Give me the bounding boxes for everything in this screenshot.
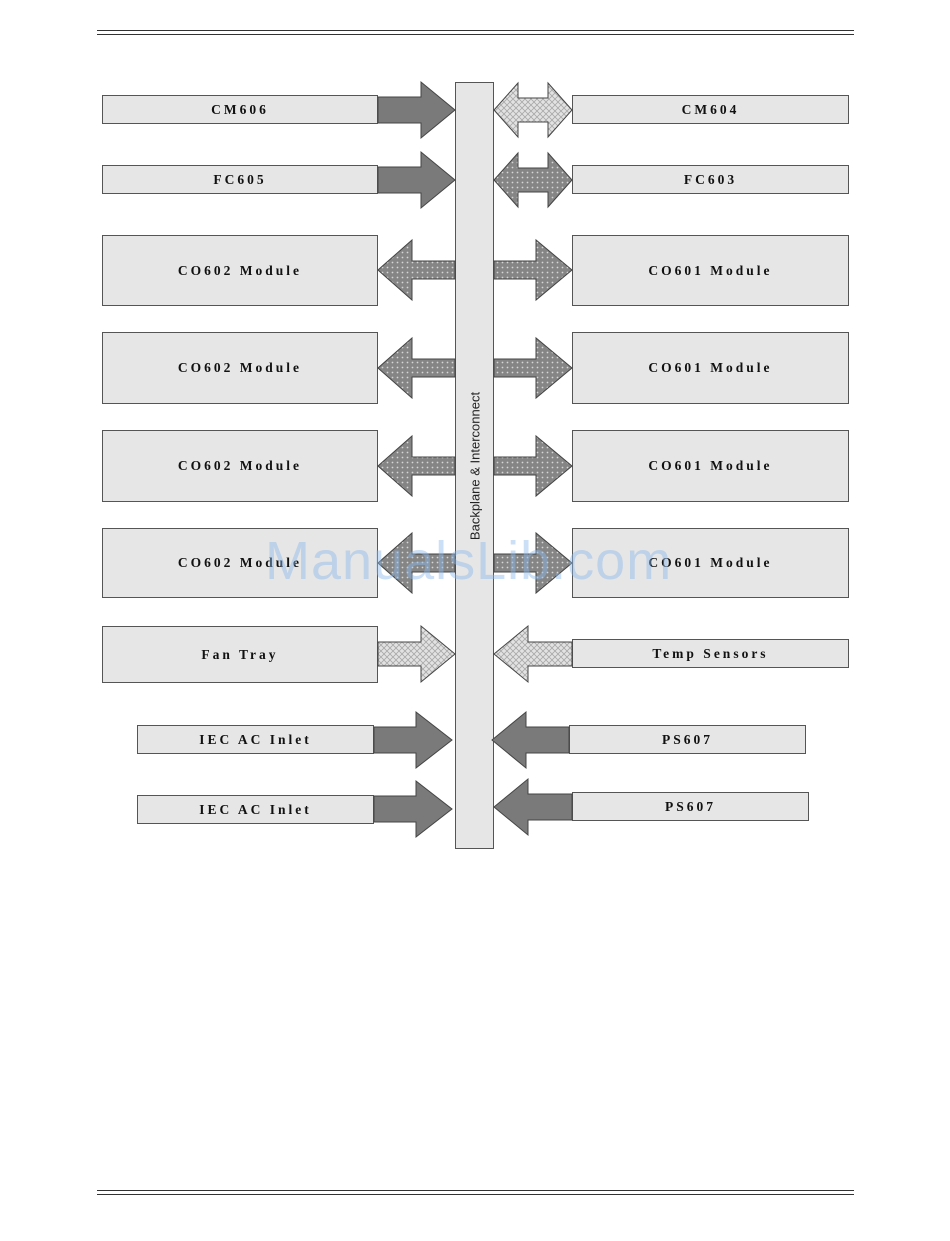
arrow-fan-tray <box>378 626 455 682</box>
arrow-temp-sensors <box>494 626 572 682</box>
arrow-co602-3 <box>378 436 455 496</box>
arrow-ps607-2 <box>494 779 572 835</box>
arrow-cm606 <box>378 82 455 138</box>
arrow-co602-2 <box>378 338 455 398</box>
arrow-fc605 <box>378 152 455 208</box>
arrow-iec-2 <box>374 781 452 837</box>
arrow-co601-2 <box>494 338 572 398</box>
arrow-co601-1 <box>494 240 572 300</box>
arrow-iec-1 <box>374 712 452 768</box>
watermark-text: ManualsLib.com <box>265 530 672 592</box>
arrow-ps607-1 <box>492 712 569 768</box>
arrow-co601-3 <box>494 436 572 496</box>
footer-rule-bottom <box>97 1194 854 1195</box>
arrow-co602-1 <box>378 240 455 300</box>
arrow-fc603 <box>494 153 572 207</box>
arrow-cm604 <box>494 83 572 137</box>
footer-rule-top <box>97 1190 854 1191</box>
